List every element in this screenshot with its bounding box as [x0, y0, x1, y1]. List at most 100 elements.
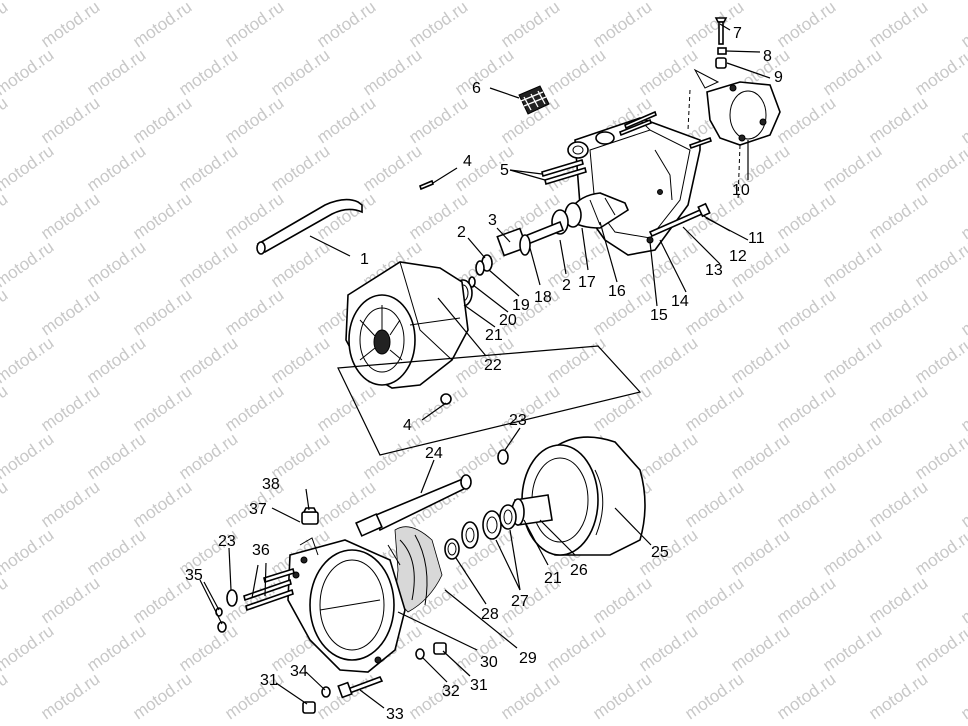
- lower-assembly: [215, 436, 646, 714]
- watermark-text: motod.ru: [681, 381, 747, 435]
- watermark-text: motod.ru: [37, 669, 103, 723]
- watermark-text: motod.ru: [83, 237, 149, 291]
- bearing-set-part-27: [461, 504, 517, 549]
- watermark-text: motod.ru: [359, 429, 425, 483]
- callout-5: 5: [500, 162, 509, 179]
- watermark-text: motod.ru: [957, 285, 968, 339]
- callout-20: 20: [499, 312, 517, 329]
- callout-19: 19: [512, 297, 530, 314]
- watermark-text: motod.ru: [405, 93, 471, 147]
- watermark-text: motod.ru: [543, 45, 609, 99]
- watermark-text: motod.ru: [589, 381, 655, 435]
- watermark-text: motod.ru: [221, 93, 287, 147]
- callout-35: 35: [185, 567, 203, 584]
- callout-17: 17: [578, 274, 596, 291]
- drive-shaft-part: [496, 220, 565, 257]
- watermark-text: motod.ru: [313, 381, 379, 435]
- watermark-text: motod.ru: [83, 525, 149, 579]
- callout-30: 30: [480, 654, 498, 671]
- watermark-text: motod.ru: [911, 333, 968, 387]
- watermark-text: motod.ru: [911, 237, 968, 291]
- watermark-text: motod.ru: [451, 45, 517, 99]
- watermark-text: motod.ru: [773, 189, 839, 243]
- watermark-text: motod.ru: [0, 237, 57, 291]
- stud-bolts-part: [619, 110, 713, 150]
- watermark-text: motod.ru: [267, 141, 333, 195]
- callout-2-a: 2: [457, 224, 466, 241]
- watermark-text: motod.ru: [911, 525, 968, 579]
- grate-part: [518, 85, 550, 115]
- watermark-text: motod.ru: [589, 573, 655, 627]
- watermark-text: motod.ru: [129, 669, 195, 723]
- watermark-text: motod.ru: [129, 93, 195, 147]
- watermark-text: motod.ru: [129, 0, 195, 51]
- watermark-text: motod.ru: [681, 669, 747, 723]
- drum-part: [521, 436, 646, 556]
- callout-2-b: 2: [562, 277, 571, 294]
- watermark-text: motod.ru: [865, 573, 931, 627]
- watermark-text: motod.ru: [359, 45, 425, 99]
- watermark-text: motod.ru: [635, 429, 701, 483]
- watermark-text: motod.ru: [819, 141, 885, 195]
- watermark-text: motod.ru: [773, 285, 839, 339]
- callout-10: 10: [732, 182, 750, 199]
- watermark-text: motod.ru: [359, 141, 425, 195]
- watermark-text: motod.ru: [313, 93, 379, 147]
- callout-12: 12: [729, 248, 747, 265]
- watermark-text: motod.ru: [957, 0, 968, 51]
- fitting-part-38: [301, 507, 319, 525]
- callout-34: 34: [290, 663, 308, 680]
- watermark-text: motod.ru: [129, 477, 195, 531]
- watermark-text: motod.ru: [83, 333, 149, 387]
- watermark-text: motod.ru: [819, 621, 885, 675]
- washer-part-35b: [217, 621, 227, 633]
- watermark-text: motod.ru: [175, 429, 241, 483]
- watermark-text: motod.ru: [37, 573, 103, 627]
- callout-38: 38: [262, 476, 280, 493]
- watermark-text: motod.ru: [543, 621, 609, 675]
- watermark-text: motod.ru: [129, 381, 195, 435]
- pin-part-upper: [419, 179, 434, 191]
- watermark-text: motod.ru: [37, 0, 103, 51]
- bolt-part-middle: [440, 393, 452, 405]
- callout-31-left: 31: [260, 672, 278, 689]
- watermark-text: motod.ru: [635, 333, 701, 387]
- washer-part-32: [415, 648, 425, 660]
- watermark-text: motod.ru: [267, 333, 333, 387]
- assembly-bracket-line: [337, 345, 642, 456]
- watermark-text: motod.ru: [957, 477, 968, 531]
- watermark-text: motod.ru: [911, 45, 968, 99]
- watermark-text: motod.ru: [589, 0, 655, 51]
- washer-part-8: [717, 47, 727, 55]
- callout-1: 1: [360, 251, 369, 268]
- callout-27: 27: [511, 593, 529, 610]
- watermark-text: motod.ru: [0, 573, 11, 627]
- stud-part-5: [541, 158, 587, 186]
- callout-22: 22: [484, 357, 502, 374]
- watermark-text: motod.ru: [37, 93, 103, 147]
- watermark-text: motod.ru: [727, 621, 793, 675]
- watermark-text: motod.ru: [865, 0, 931, 51]
- watermark-text: motod.ru: [865, 477, 931, 531]
- watermark-text: motod.ru: [957, 93, 968, 147]
- watermark-text: motod.ru: [773, 573, 839, 627]
- callout-4-upper: 4: [463, 153, 472, 170]
- nut-part-9: [715, 57, 727, 69]
- watermark-text: motod.ru: [773, 477, 839, 531]
- watermark-text: motod.ru: [221, 0, 287, 51]
- callout-9: 9: [774, 69, 783, 86]
- watermark-text: motod.ru: [0, 285, 11, 339]
- stud-set-part-36: [243, 567, 295, 612]
- watermark-text: motod.ru: [267, 45, 333, 99]
- callout-13: 13: [705, 262, 723, 279]
- watermark-text: motod.ru: [635, 45, 701, 99]
- watermark-text: motod.ru: [681, 285, 747, 339]
- watermark-text: motod.ru: [405, 0, 471, 51]
- watermark-text: motod.ru: [819, 237, 885, 291]
- callout-31-right: 31: [470, 677, 488, 694]
- watermark-text: motod.ru: [175, 621, 241, 675]
- callout-8: 8: [763, 48, 772, 65]
- callout-24: 24: [425, 445, 443, 462]
- watermark-text: motod.ru: [543, 333, 609, 387]
